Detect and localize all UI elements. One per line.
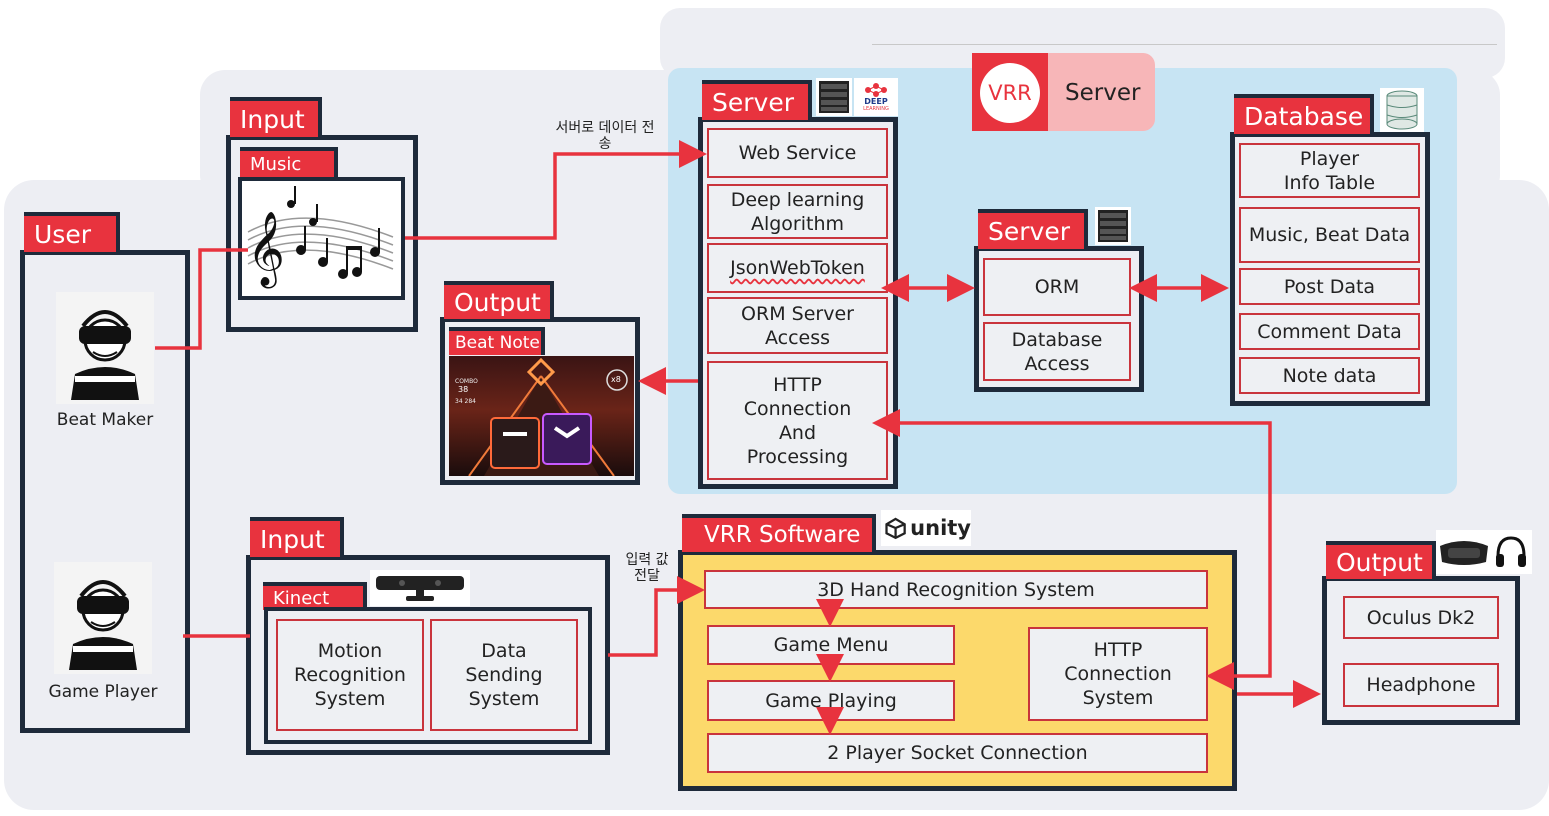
arrow-kinect-software [608,576,705,657]
post-data-box: Post Data [1239,268,1420,305]
beat-game-screenshot: COMBO 38 34 284 x8 [449,356,634,476]
top-divider-line [872,44,1497,45]
vrr-logo-text: VRR [988,81,1032,105]
hud-score: 34 284 [455,398,476,405]
note-data-box: Note data [1239,357,1420,394]
arrow-http-link [872,409,1272,690]
vr-headset-image [1436,530,1492,574]
kinect-device-image [370,570,470,606]
output-devices-title: Output [1326,541,1436,579]
comment-data-box: Comment Data [1239,313,1420,350]
socket-connection-box: 2 Player Socket Connection [707,733,1208,773]
send-to-server-note: 서버로 데이터 전 송 [555,120,655,152]
beat-saber-scene [468,357,628,476]
server-rack-icon-2 [1095,207,1131,245]
input-music-title: Input [230,97,322,137]
game-player-label: Game Player [48,682,158,702]
headphone-image [1490,530,1532,574]
beat-note-subtitle: Beat Note [449,327,545,355]
vr-user-icon [69,580,137,670]
web-service-box: Web Service [707,128,888,178]
http-processing-box: HTTP Connection And Processing [707,361,888,480]
arrow-music-webservice [405,140,707,240]
orm-box: ORM [983,258,1131,316]
server-main-title: Server [702,80,812,120]
oculus-headset-icon [1440,541,1488,565]
vr-user-icon [71,310,139,400]
beat-maker-avatar [56,292,154,404]
kinect-subtitle: Kinect [263,582,367,610]
database-title: Database [1234,94,1374,134]
music-notes-image: 𝄞 [243,182,400,295]
json-web-token-box: JsonWebToken [707,243,888,293]
server-orm-title: Server [978,209,1088,249]
hud-combo-number: 38 [458,385,469,394]
database-access-box: Database Access [983,322,1131,381]
deep-learning-logo: DEEP LEARNING [854,78,898,116]
svg-text:𝄞: 𝄞 [247,212,285,289]
hud-combo-label: COMBO [455,378,478,385]
user-title: User [24,212,120,252]
oculus-dk2-box: Oculus Dk2 [1343,596,1499,639]
beat-maker-label: Beat Maker [56,410,154,430]
output-beat-title: Output [444,281,554,319]
database-icon [1380,88,1424,132]
input-kinect-title: Input [250,517,344,557]
music-subtitle: Music [240,147,338,177]
orm-server-access-box: ORM Server Access [707,297,888,354]
player-info-box: Player Info Table [1239,143,1420,198]
deep-learning-box: Deep learning Algorithm [707,184,888,239]
headphone-box: Headphone [1343,663,1499,707]
motion-recognition-box: Motion Recognition System [276,619,424,731]
server-rack-icon [816,78,852,116]
data-sending-box: Data Sending System [430,619,578,731]
music-beat-data-box: Music, Beat Data [1239,207,1420,263]
game-player-avatar [54,562,152,674]
vrr-header-title: Server [1065,80,1141,106]
deep-logo-subtext: LEARNING [863,106,889,112]
headphone-icon [1496,536,1526,567]
line-beatmaker-music [155,248,248,350]
deep-logo-text: DEEP [864,97,888,106]
vrr-logo-circle: VRR [980,63,1040,123]
music-notes-icon: 𝄞 [247,186,394,289]
hud-multiplier: x8 [611,375,621,384]
pass-input-note: 입력 값 전달 [625,552,669,584]
